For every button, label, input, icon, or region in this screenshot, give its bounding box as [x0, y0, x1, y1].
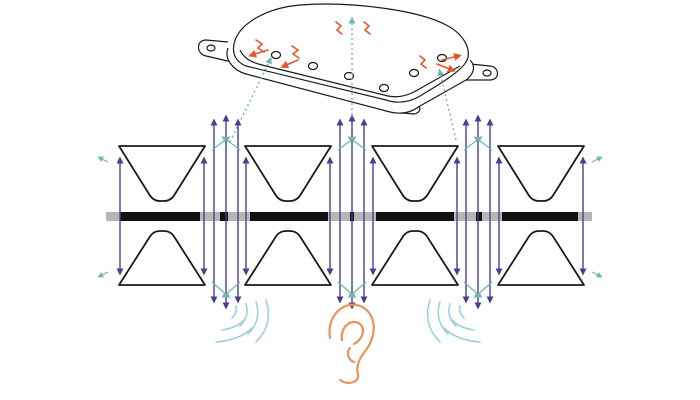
center-bar — [106, 212, 592, 221]
funnel-upper-3 — [371, 145, 459, 202]
perforated-enclosure-icon — [197, 3, 499, 115]
funnel-lower-4 — [497, 230, 585, 286]
funnel-upper-1 — [118, 145, 206, 202]
ear-icon — [328, 303, 375, 384]
upper-funnels — [118, 145, 585, 202]
deflection-arrows — [97, 136, 603, 298]
funnel-lower-3 — [371, 230, 459, 286]
funnel-lower-2 — [244, 230, 332, 286]
lower-funnels — [118, 230, 585, 286]
funnel-upper-2 — [244, 145, 332, 202]
vibration-arrows — [116, 114, 587, 310]
sound-wave-icon — [426, 299, 481, 343]
funnel-lower-1 — [118, 230, 206, 286]
heat-squiggle-icon — [248, 21, 462, 73]
sound-wave-icon — [215, 299, 270, 343]
funnel-upper-4 — [497, 145, 585, 202]
